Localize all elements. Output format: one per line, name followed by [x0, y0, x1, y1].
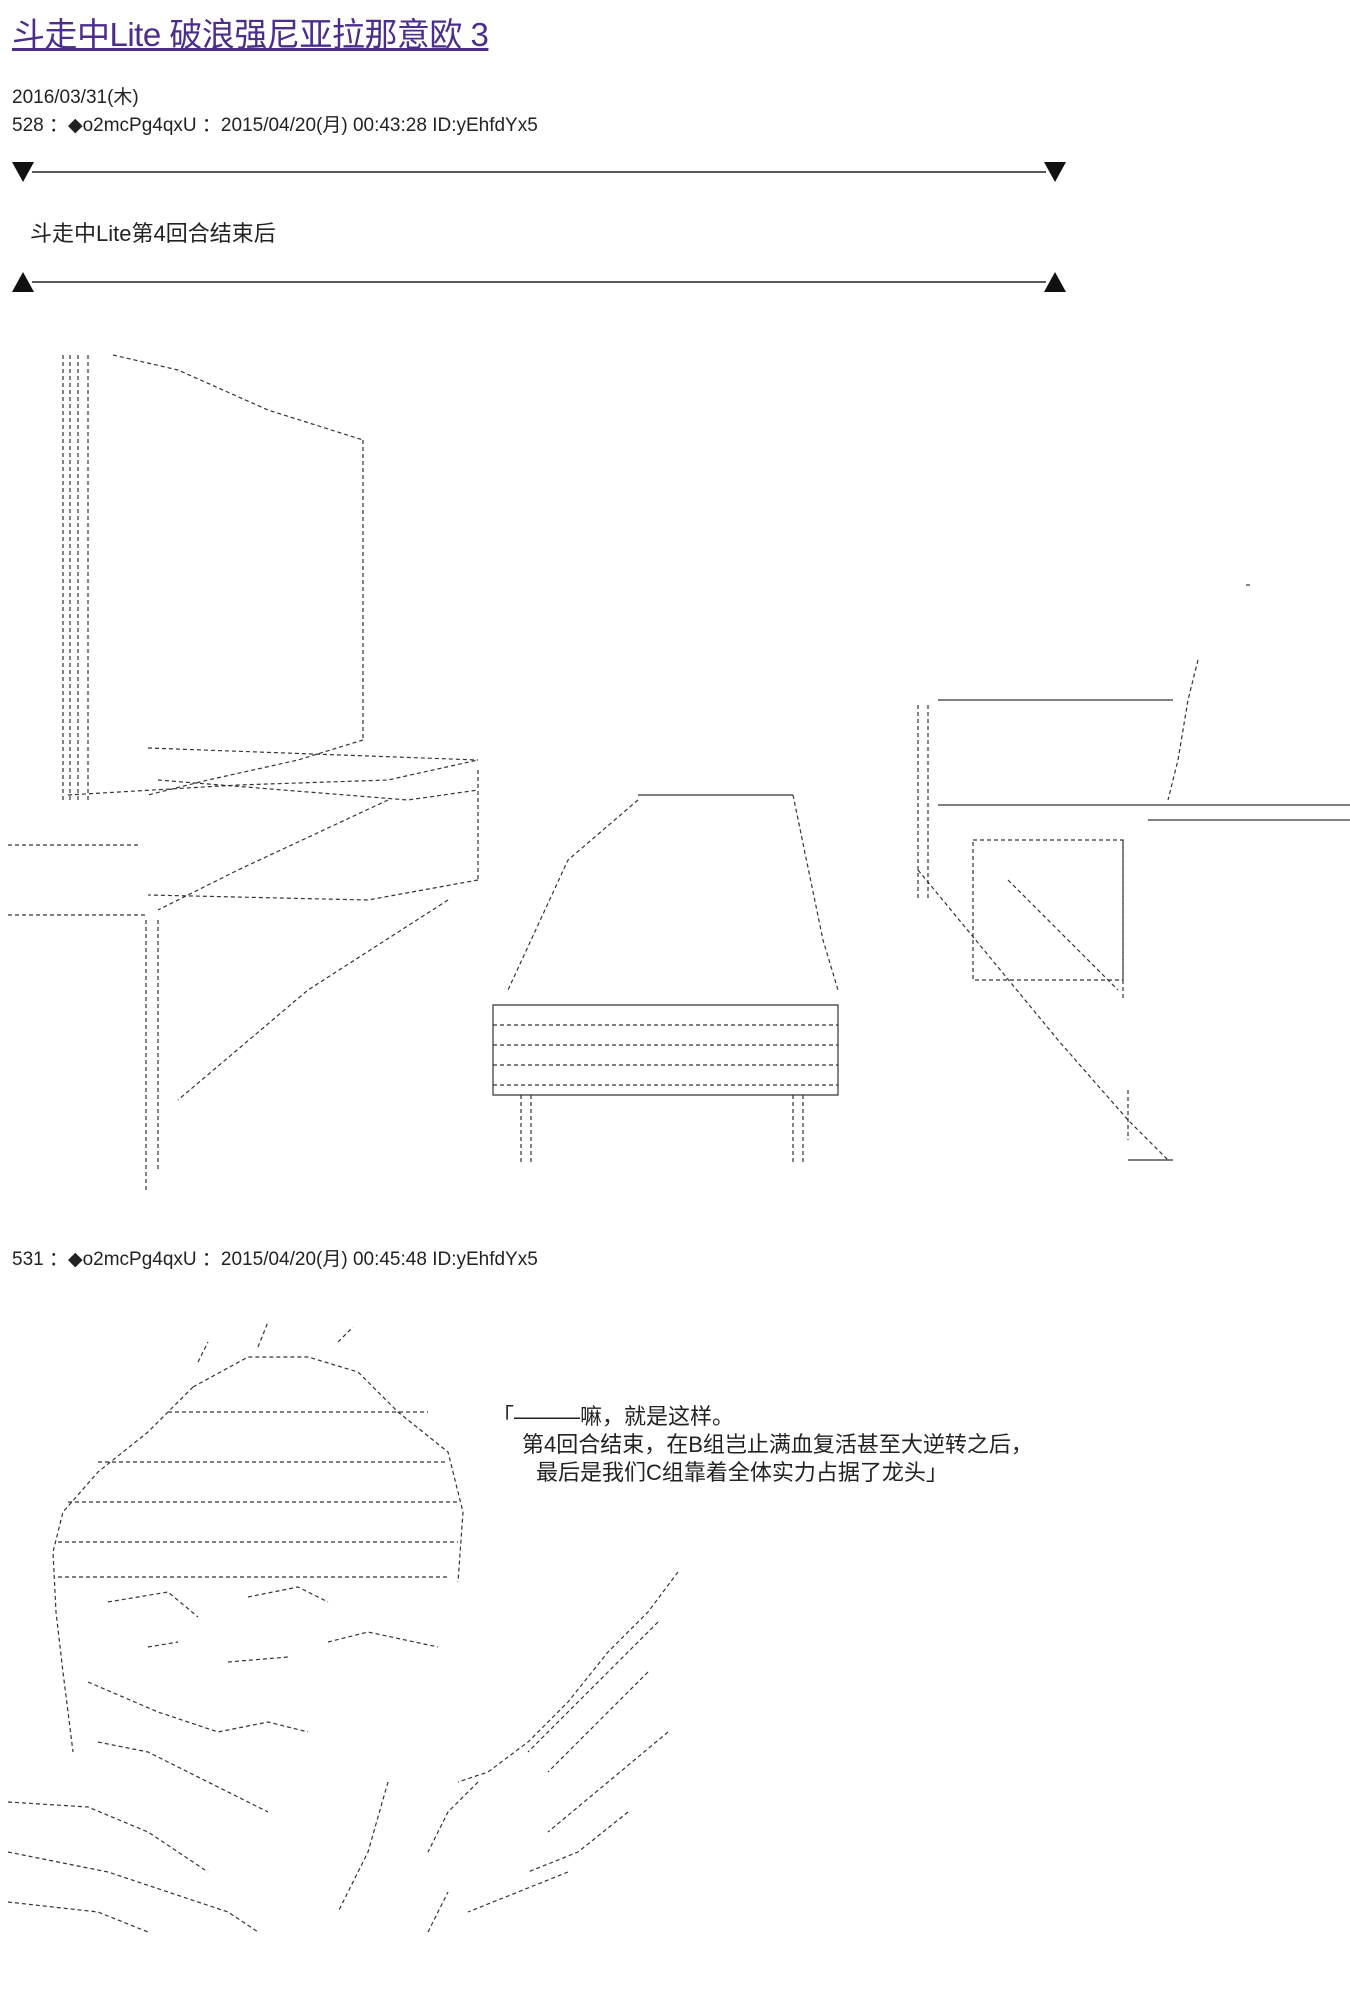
triangle-up-icon: [1044, 272, 1066, 292]
triangle-down-icon: [12, 162, 34, 182]
triangle-up-icon: [12, 272, 34, 292]
dialogue-line-3: 最后是我们C组靠着全体实力占据了龙头」: [536, 1460, 948, 1485]
post-header-528: 528 ：◆o2mcPg4qxU ：2015/04/20(月) 00:43:28…: [12, 115, 538, 136]
ascii-art-character: [8, 1312, 708, 1952]
tv-stand-illustration: [8, 915, 158, 1190]
divider-top: [12, 162, 1066, 182]
banner-text: 斗走中Lite第4回合结束后: [30, 221, 276, 246]
dialogue-text: 「―――嘛，就是这样。 第4回合结束，在B组岂止满血复活甚至大逆转之后， 最后是…: [492, 1403, 1033, 1487]
tv-illustration: [8, 355, 478, 1100]
divider-bottom: [12, 272, 1066, 292]
character-head-outline: [53, 1387, 193, 1752]
page-title-link[interactable]: 斗走中Lite 破浪强尼亚拉那意欧 3: [12, 16, 489, 53]
dialogue-line-1: 「―――嘛，就是这样。: [492, 1404, 735, 1429]
triangle-down-icon: [1044, 162, 1066, 182]
piano-illustration: [493, 795, 838, 1165]
post-date: 2016/03/31(木): [12, 87, 139, 108]
post-header-531: 531 ：◆o2mcPg4qxU ：2015/04/20(月) 00:45:48…: [12, 1249, 538, 1270]
dialogue-line-2: 第4回合结束，在B组岂止满血复活甚至大逆转之后，: [522, 1432, 1033, 1457]
character-wing: [458, 1572, 678, 1782]
chair-illustration: [918, 585, 1350, 1160]
character-face: [108, 1592, 198, 1617]
ascii-art-furniture: [8, 340, 1350, 1190]
